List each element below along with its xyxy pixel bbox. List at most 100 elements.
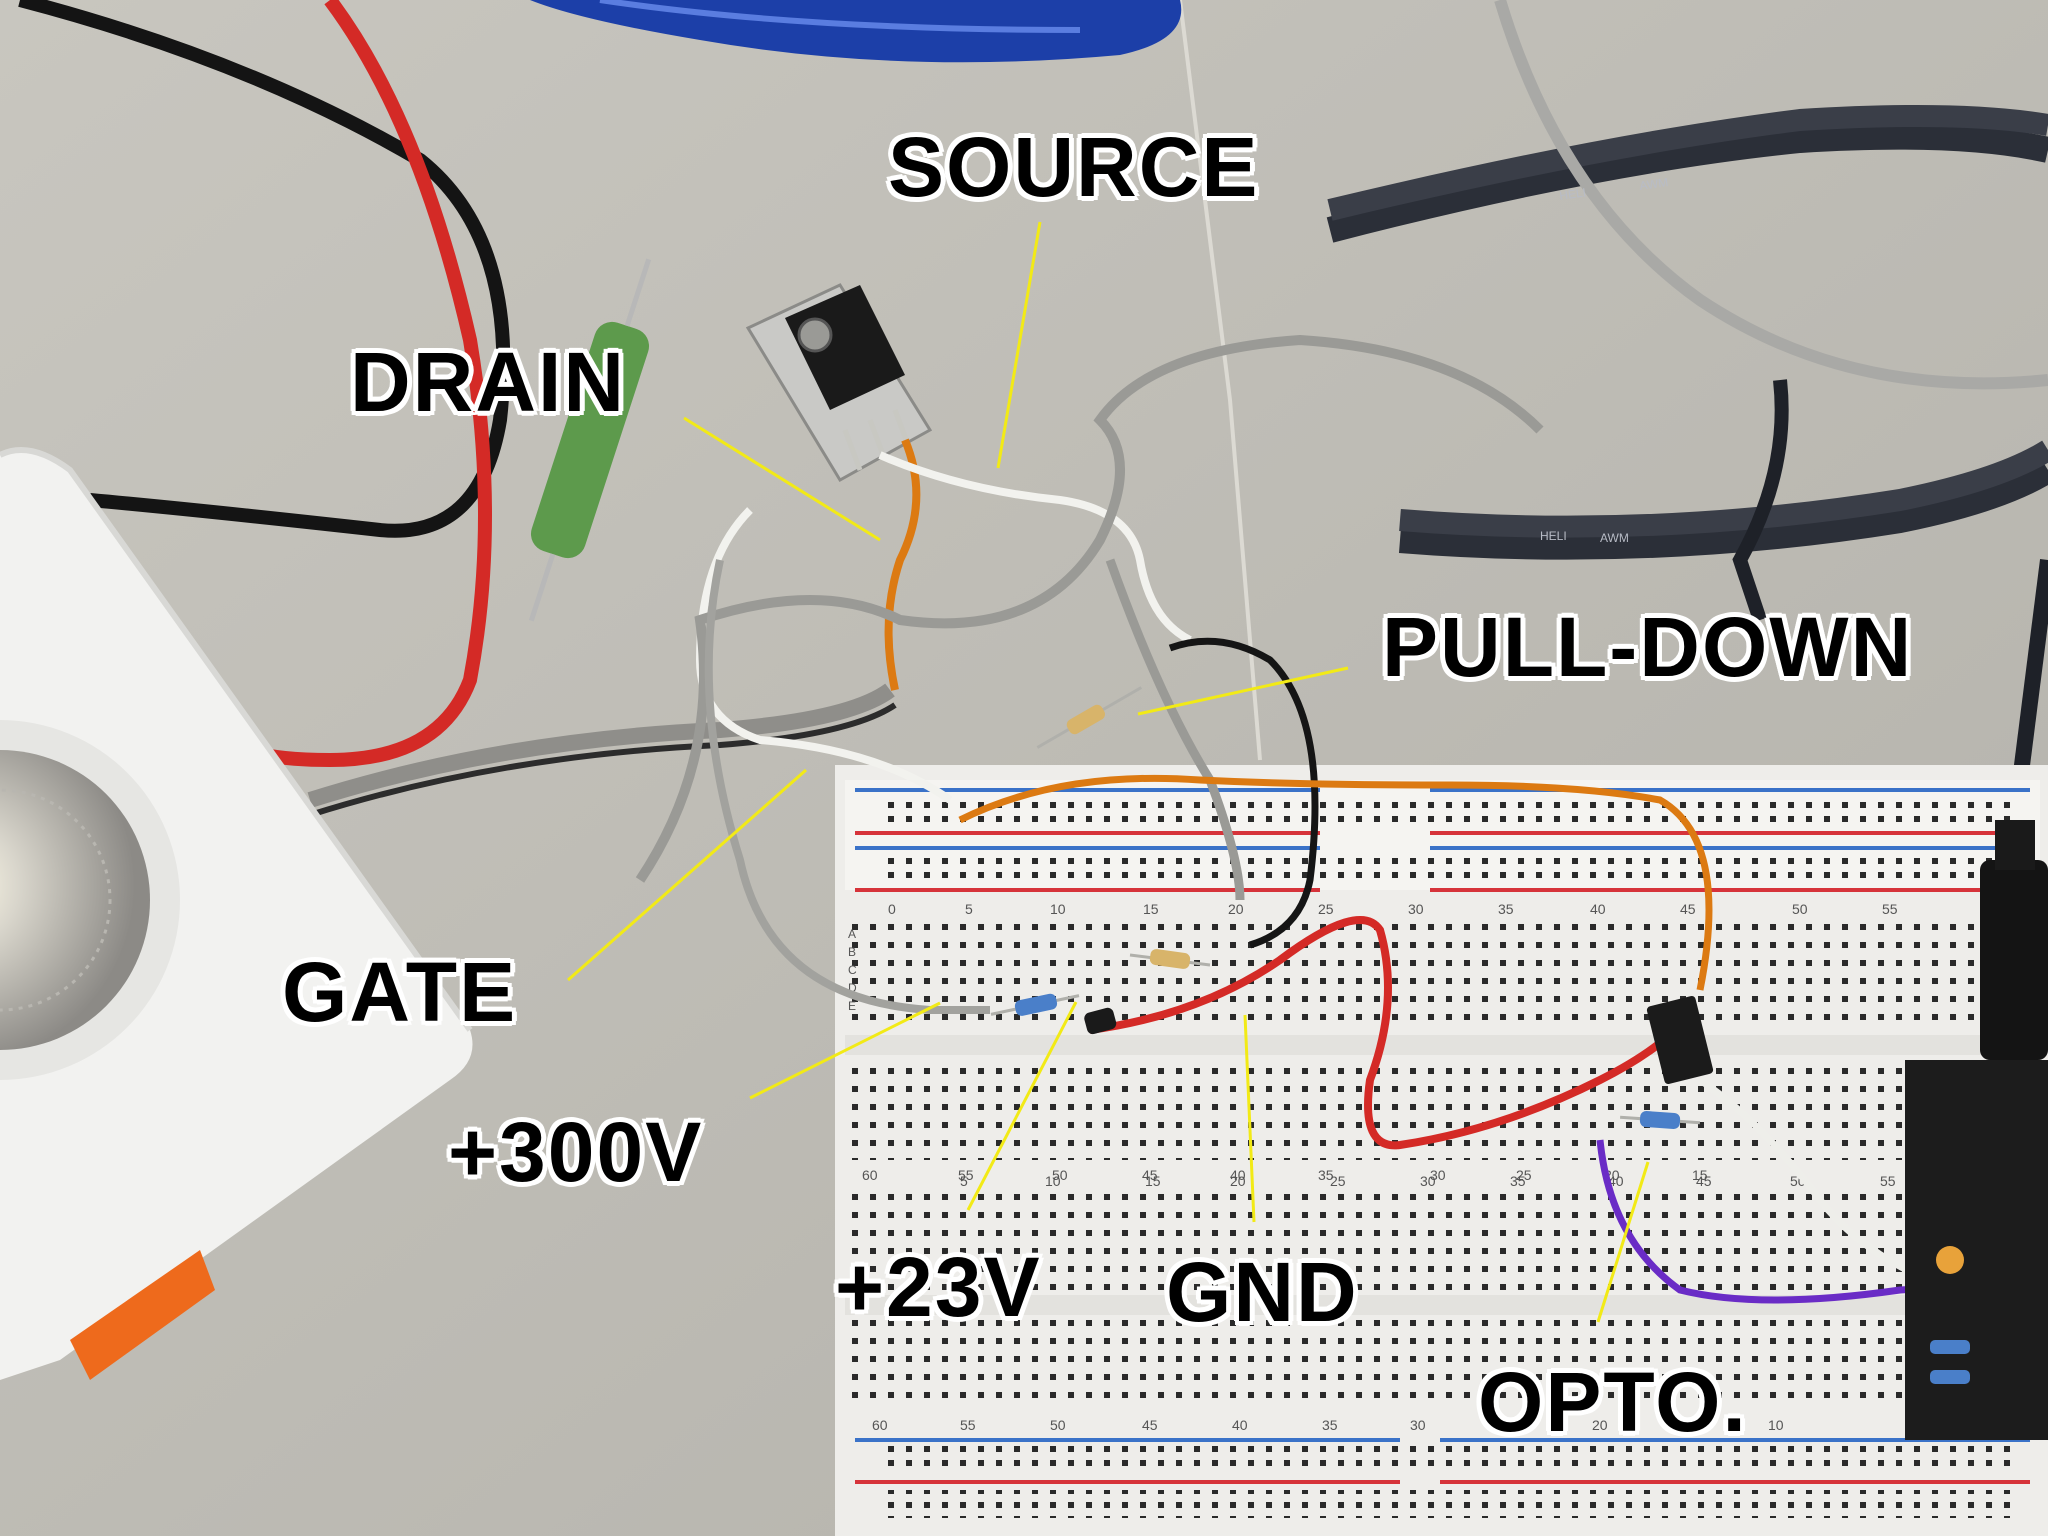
breadboard-numbers-bottom: 60 55 50 45 40 35 30 25 20 15 bbox=[862, 1167, 1708, 1183]
breadboard-row-letters: A B C D E bbox=[848, 927, 857, 1013]
white-gate-wire bbox=[695, 507, 953, 804]
col-number: 25 bbox=[1516, 1167, 1532, 1183]
zener-diode bbox=[1084, 1007, 1117, 1035]
orange-drain-wire bbox=[884, 438, 921, 691]
series-resistor bbox=[990, 993, 1080, 1016]
col-number: 15 bbox=[1143, 901, 1159, 917]
col-number: 25 bbox=[1318, 901, 1334, 917]
breadboard-numbers-lower-bottom: 60 55 50 45 40 35 30 25 20 15 10 bbox=[872, 1417, 1784, 1433]
col-number: 10 bbox=[1045, 1173, 1061, 1189]
col-number: 10 bbox=[1768, 1417, 1784, 1433]
drain-label: DRAIN bbox=[350, 335, 626, 429]
col-number: 5 bbox=[960, 1173, 968, 1189]
orange-rail-wire bbox=[958, 774, 1713, 991]
col-number: 0 bbox=[888, 901, 896, 917]
col-number: 30 bbox=[1410, 1417, 1426, 1433]
col-number: 25 bbox=[1500, 1417, 1516, 1433]
col-number: 45 bbox=[1142, 1417, 1158, 1433]
callout-line-23v bbox=[966, 1001, 1078, 1211]
row-letter: A bbox=[848, 927, 856, 941]
col-number: 45 bbox=[1680, 901, 1696, 917]
col-number: 35 bbox=[1318, 1167, 1334, 1183]
screwdriver-handle bbox=[530, 0, 1182, 63]
col-number: 50 bbox=[1792, 901, 1808, 917]
red-lead bbox=[225, 0, 492, 768]
col-number: 40 bbox=[1230, 1167, 1246, 1183]
col-number: 40 bbox=[1608, 1173, 1624, 1189]
col-number: 45 bbox=[1696, 1173, 1712, 1189]
gray-twin-cable bbox=[307, 683, 895, 808]
gray-wire-1 bbox=[635, 334, 1544, 883]
callout-line-pulldown bbox=[1137, 666, 1349, 716]
led-downlight bbox=[0, 447, 473, 1380]
row-letter: E bbox=[848, 999, 856, 1013]
row-letter: C bbox=[848, 963, 857, 977]
pull-down-resistor bbox=[1036, 686, 1143, 749]
col-number: 40 bbox=[1232, 1417, 1248, 1433]
red-jumper-wire bbox=[1089, 916, 1694, 1150]
col-number: 50 bbox=[1050, 1417, 1066, 1433]
col-number: 50 bbox=[1052, 1167, 1068, 1183]
col-number: 10 bbox=[1050, 901, 1066, 917]
callout-line-opto bbox=[1596, 1161, 1650, 1323]
black-pulldown-wire bbox=[1168, 637, 1319, 949]
bench-seam bbox=[1178, 0, 1262, 761]
col-number: 5 bbox=[965, 901, 973, 917]
row-letter: B bbox=[848, 945, 856, 959]
col-number: 40 bbox=[1590, 901, 1606, 917]
v300-label: +300V bbox=[448, 1105, 704, 1199]
power-resistor bbox=[528, 258, 652, 622]
gnd-label: GND bbox=[1166, 1245, 1359, 1339]
row-letter: D bbox=[848, 981, 857, 995]
cable-print: HELI bbox=[1540, 529, 1567, 543]
col-number: 35 bbox=[1322, 1417, 1338, 1433]
col-number: 55 bbox=[958, 1167, 974, 1183]
mosfet-heatsink bbox=[745, 283, 933, 483]
col-number: 55 bbox=[1882, 901, 1898, 917]
power-cable-lower bbox=[1398, 458, 2048, 560]
col-number: 30 bbox=[1430, 1167, 1446, 1183]
purple-opto-wire bbox=[1596, 1139, 2048, 1304]
col-number: 20 bbox=[1228, 901, 1244, 917]
callout-line-source bbox=[996, 221, 1042, 469]
white-source-wire bbox=[878, 451, 1192, 644]
col-number: 60 bbox=[862, 1167, 878, 1183]
col-number: 35 bbox=[1498, 901, 1514, 917]
source-label: SOURCE bbox=[888, 120, 1260, 214]
callout-line-300v bbox=[749, 1001, 941, 1100]
col-number: 45 bbox=[1142, 1167, 1158, 1183]
gate-label: GATE bbox=[282, 945, 518, 1039]
opto-resistor bbox=[1619, 1111, 1701, 1129]
col-number: 15 bbox=[1145, 1173, 1161, 1189]
cable-print: AWM bbox=[1638, 175, 1669, 193]
callout-line-gnd bbox=[1243, 1014, 1256, 1223]
cable-print: AWM bbox=[1600, 531, 1629, 545]
col-number: 15 bbox=[1692, 1167, 1708, 1183]
breadboard-numbers-lower-top: 5 10 15 20 25 30 35 40 45 50 55 bbox=[960, 1173, 1896, 1189]
callout-line-drain bbox=[683, 416, 881, 542]
col-number: 35 bbox=[1510, 1173, 1526, 1189]
black-lead bbox=[18, 0, 511, 538]
breadboard-numbers-top: 0 5 10 15 20 25 30 35 40 45 50 55 bbox=[888, 901, 1898, 917]
col-number: 30 bbox=[1408, 901, 1424, 917]
opto-label: OPTO. bbox=[1478, 1355, 1748, 1449]
col-number: 20 bbox=[1592, 1417, 1608, 1433]
col-number: 60 bbox=[872, 1417, 888, 1433]
callout-line-gate bbox=[567, 768, 807, 982]
gate-resistor bbox=[1129, 949, 1211, 969]
gray-wire-2 bbox=[1105, 558, 1245, 901]
breadboard bbox=[835, 765, 2048, 1536]
col-number: 20 bbox=[1230, 1173, 1246, 1189]
col-number: 15 bbox=[1680, 1417, 1696, 1433]
callout-lines bbox=[567, 221, 1650, 1323]
pull-down-label: PULL-DOWN bbox=[1382, 600, 1914, 694]
col-number: 30 bbox=[1420, 1173, 1436, 1189]
gray-gate-wire bbox=[704, 559, 990, 1014]
cable-print: HELI bbox=[1558, 185, 1586, 203]
optocoupler-chip bbox=[1646, 995, 1714, 1085]
col-number: 55 bbox=[1880, 1173, 1896, 1189]
col-number: 25 bbox=[1330, 1173, 1346, 1189]
col-number: 55 bbox=[960, 1417, 976, 1433]
v23-label: +23V bbox=[835, 1240, 1042, 1334]
